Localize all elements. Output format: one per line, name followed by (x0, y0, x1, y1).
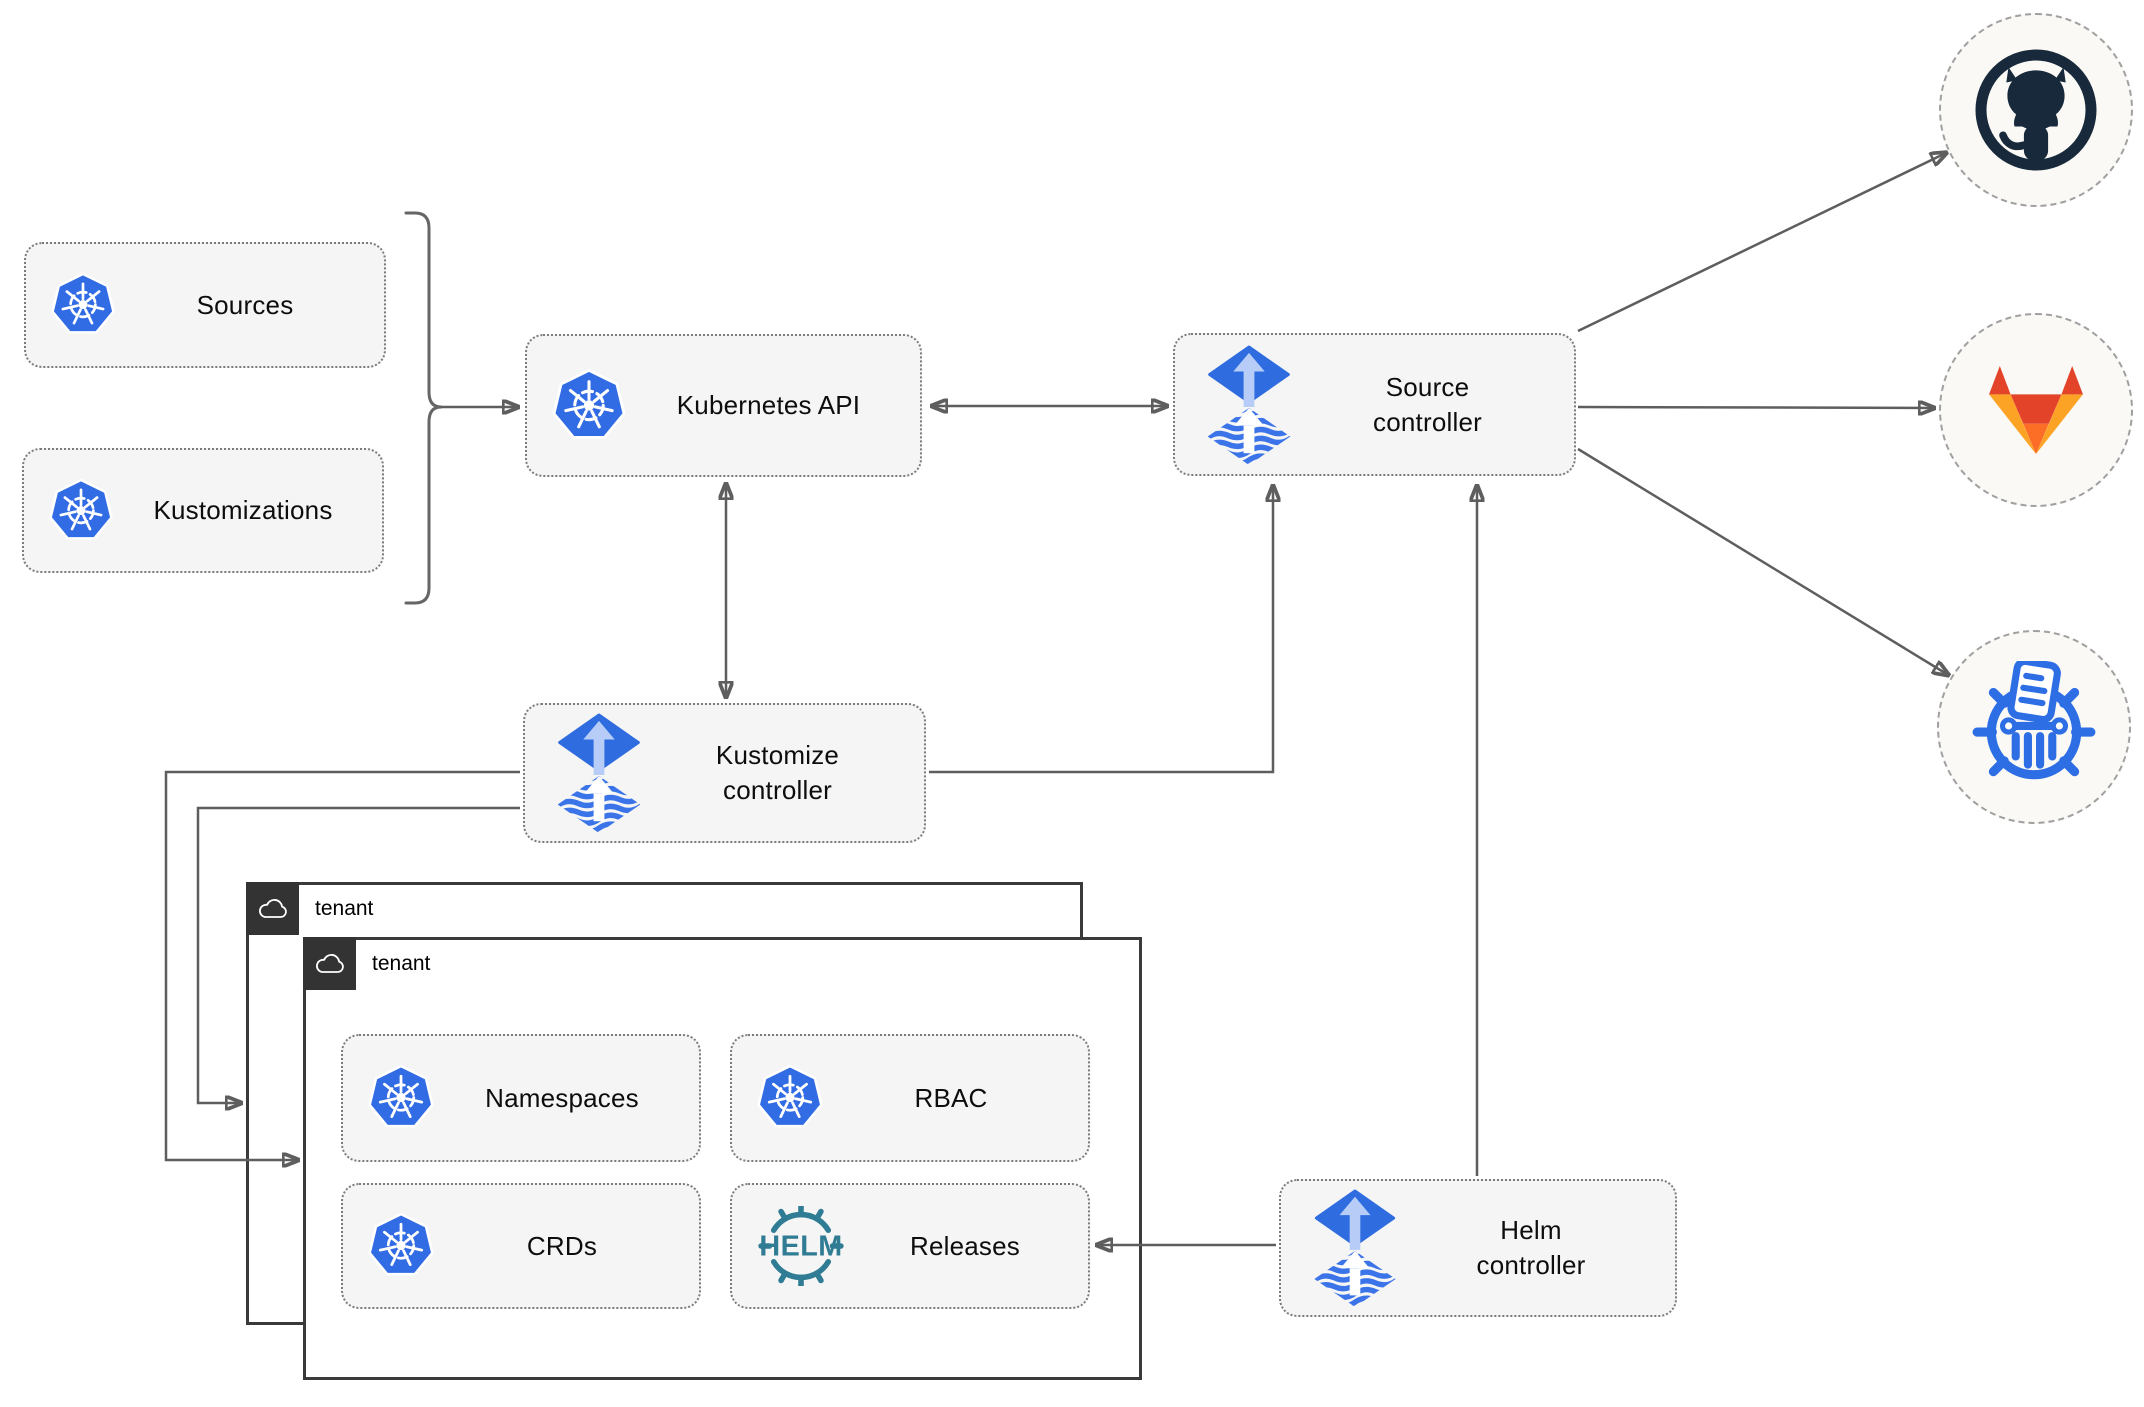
kubernetes-icon (367, 1064, 435, 1132)
helm-icon: HELM (758, 1206, 844, 1286)
flux-icon (1313, 1189, 1397, 1307)
kubernetes-icon (367, 1212, 435, 1280)
kubernetes-icon (756, 1064, 824, 1132)
kubernetes-icon (50, 272, 116, 338)
node-kustomizations: Kustomizations (22, 448, 384, 573)
node-label: Namespaces (485, 1082, 639, 1113)
tenant-badge (303, 937, 356, 990)
arrow-source-to-chartmuseum (1577, 447, 1950, 676)
node-label: Source controller (1373, 371, 1482, 437)
chartmuseum-icon (1968, 661, 2100, 793)
node-kubernetes-api: Kubernetes API (525, 334, 922, 477)
tenant-badge (246, 882, 299, 935)
node-crds: CRDs (341, 1183, 701, 1309)
cloud-icon (314, 952, 346, 976)
node-label: Sources (196, 289, 294, 320)
arrow-source-to-github (1577, 152, 1948, 333)
node-kustomize-controller: Kustomize controller (523, 703, 926, 843)
flux-icon (1207, 345, 1291, 465)
node-label: Kustomizations (153, 495, 333, 525)
bracket-sources-group (404, 211, 443, 605)
kubernetes-icon (48, 478, 114, 544)
node-releases: HELM Releases (730, 1183, 1090, 1309)
flux-icon (557, 713, 641, 833)
tenant-label: tenant (372, 952, 431, 975)
node-label: CRDs (526, 1230, 598, 1261)
arrow-kustomize-to-source-controller (929, 484, 1273, 774)
node-rbac: RBAC (730, 1034, 1090, 1162)
tenant-label: tenant (315, 897, 374, 920)
node-label: Kustomize controller (715, 740, 840, 805)
kubernetes-icon (551, 368, 627, 444)
external-chartmuseum (1937, 630, 2131, 824)
node-label: Kubernetes API (676, 390, 861, 420)
node-helm-controller: Helm controller (1279, 1179, 1677, 1317)
external-gitlab (1939, 313, 2133, 507)
cloud-icon (257, 897, 289, 921)
node-label: Releases (910, 1230, 1020, 1261)
helm-wordmark: HELM (759, 1230, 842, 1262)
node-source-controller: Source controller (1173, 333, 1576, 476)
arrow-source-to-gitlab (1577, 407, 1936, 408)
node-label: Helm controller (1476, 1215, 1586, 1280)
node-namespaces: Namespaces (341, 1034, 701, 1162)
node-label: RBAC (914, 1082, 988, 1113)
node-sources: Sources (24, 242, 386, 368)
gitlab-icon (1987, 365, 2085, 455)
github-icon (1970, 44, 2102, 176)
external-github (1939, 13, 2133, 207)
